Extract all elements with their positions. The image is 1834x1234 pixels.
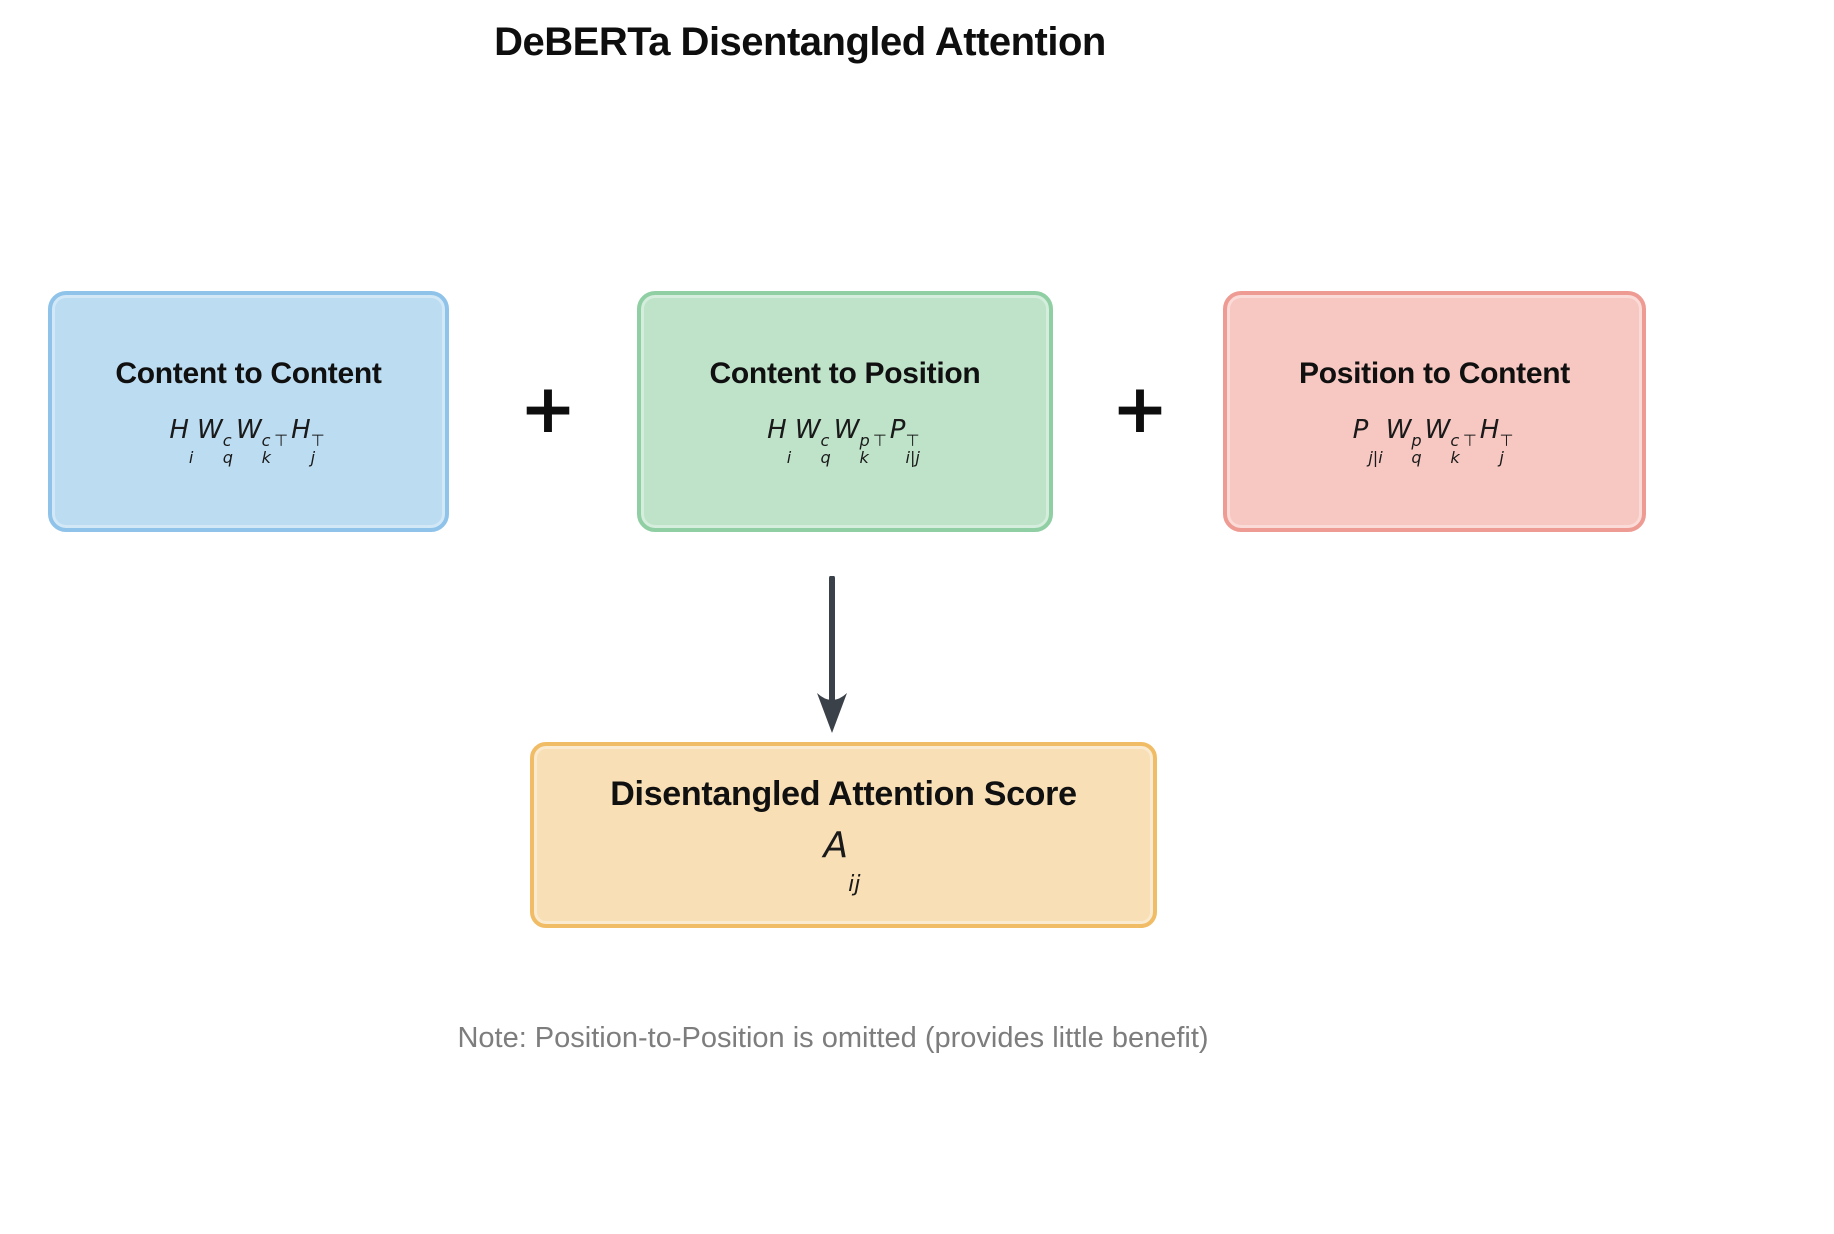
plus-operator-2: +	[1111, 370, 1169, 449]
box-disentangled-attention-score: Disentangled Attention Score A ij	[530, 742, 1157, 928]
result-label: Disentangled Attention Score	[610, 775, 1077, 814]
down-arrow-icon	[817, 576, 847, 733]
footnote: Note: Position-to-Position is omitted (p…	[457, 1022, 1209, 1054]
diagram-title: DeBERTa Disentangled Attention	[494, 20, 1106, 64]
result-formula: A ij	[823, 825, 861, 897]
box-content-to-content-label: Content to Content	[115, 357, 382, 391]
box-content-to-position-label: Content to Position	[709, 357, 981, 391]
box-position-to-content-label: Position to Content	[1299, 357, 1570, 391]
plus-operator-1: +	[519, 370, 577, 449]
